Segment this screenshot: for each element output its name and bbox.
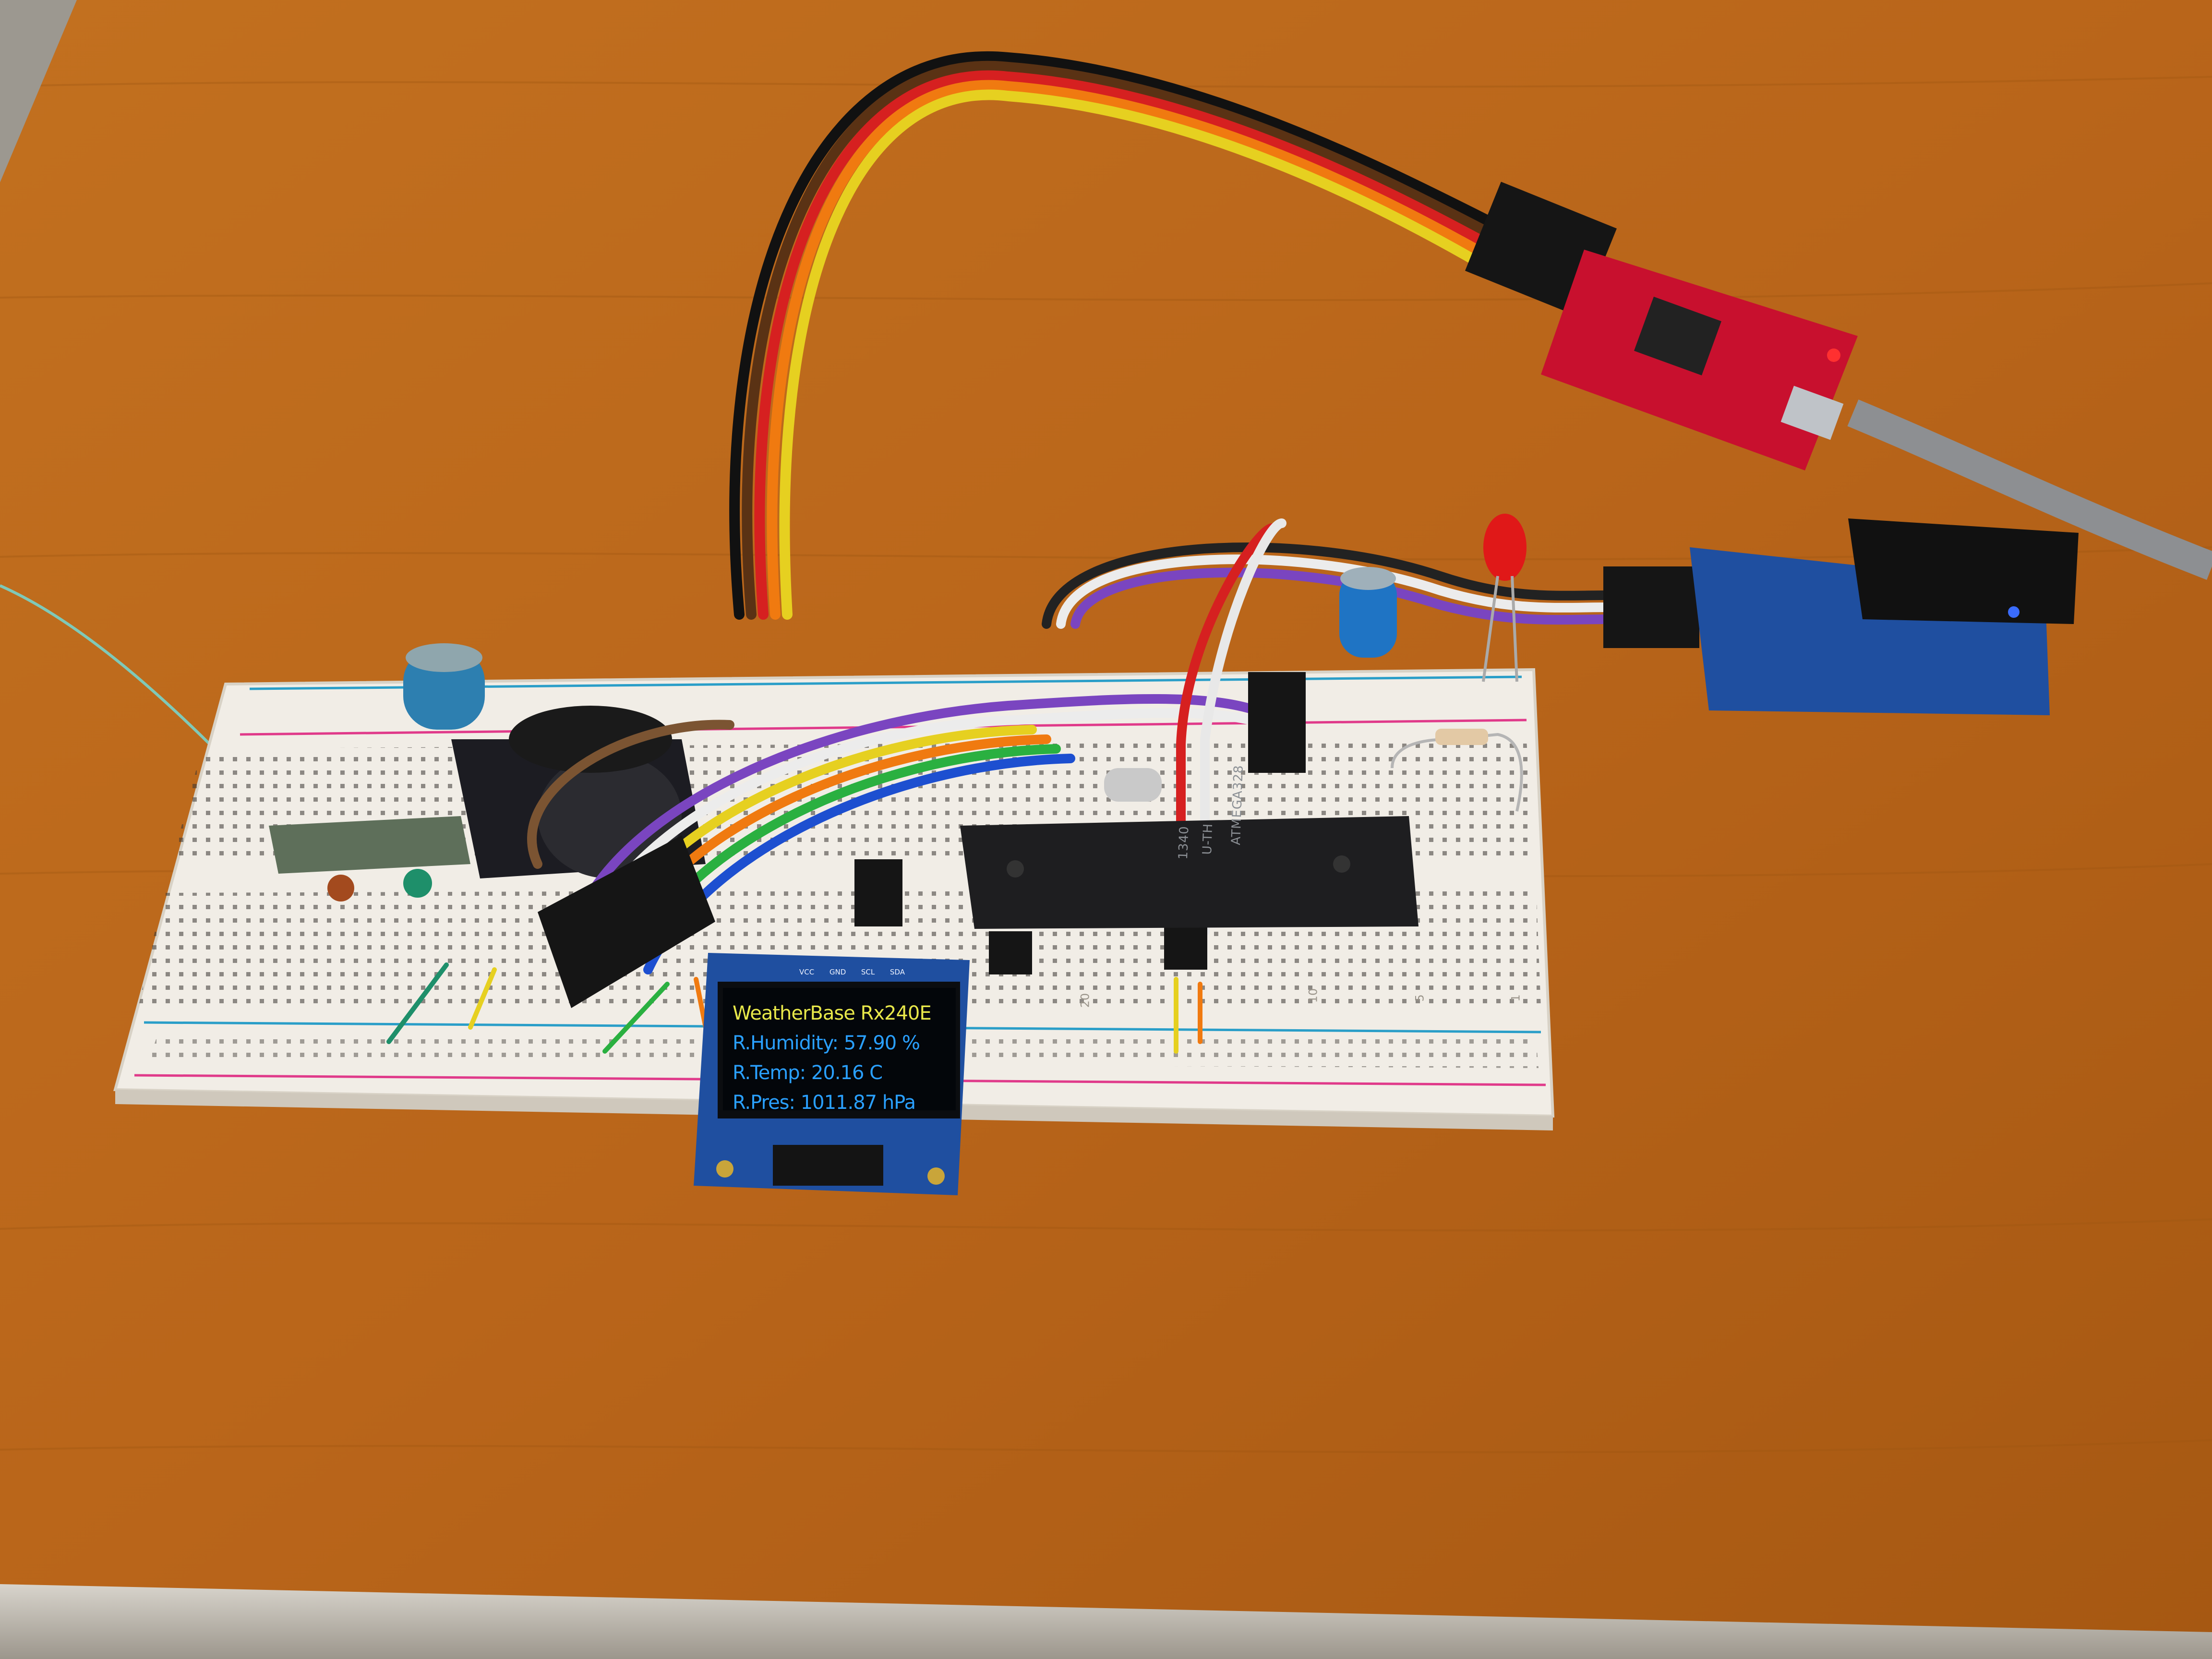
oled-pin-scl: SCL: [861, 968, 875, 976]
rf-receiver-module: [269, 816, 470, 902]
oled-pressure-line: R.Pres: 1011.87 hPa: [733, 1092, 916, 1110]
breadboard-column-20: 20: [1078, 993, 1092, 1008]
crystal-oscillator: [1104, 768, 1162, 802]
header-connectors: [538, 672, 1306, 1008]
oled-title: WeatherBase Rx240E: [733, 1002, 932, 1024]
oled-humidity-line: R.Humidity: 57.90 %: [733, 1032, 920, 1054]
breadboard-column-10: 10: [1306, 988, 1320, 1003]
radio-led-icon: [2008, 606, 2020, 618]
ribbon-cable-ftdi: [729, 51, 1503, 620]
ftdi-led-icon: [1827, 349, 1840, 362]
oled-pin-gnd: GND: [829, 968, 846, 976]
red-led: [1482, 514, 1527, 682]
atmega-chip: [960, 816, 1419, 929]
nrf24-radio-module: [1603, 518, 2079, 715]
rainbow-jumper-wires: [527, 518, 1296, 974]
chip-marking-date: 1340: [1176, 825, 1192, 860]
oled-pin-labels: VCC GND SCL SDA: [799, 965, 905, 979]
left-edge-frame: [0, 0, 77, 182]
oled-pin-vcc: VCC: [799, 968, 815, 976]
usb-cable: [1847, 399, 2212, 580]
oled-pin-sda: SDA: [890, 968, 905, 976]
breadboard-column-1: 1: [1509, 994, 1523, 1002]
ftdi-usb-adapter: [1465, 181, 2212, 580]
chip-marking-part: ATMEGA328: [1229, 765, 1246, 846]
rtc-module: [451, 706, 706, 878]
short-jumper-wires: [386, 962, 1202, 1054]
breadboard-column-5: 5: [1413, 994, 1427, 1002]
oled-display: WeatherBase Rx240E R.Humidity: 57.90 % R…: [723, 988, 956, 1110]
resistor: [1391, 729, 1523, 812]
bottom-edge-frame: [0, 1584, 2212, 1659]
electrolytic-capacitor-left: [403, 643, 485, 730]
oled-temperature-line: R.Temp: 20.16 C: [733, 1062, 883, 1084]
chip-marking-code: U-TH: [1200, 823, 1216, 855]
electrolytic-capacitor-right: [1339, 567, 1397, 658]
